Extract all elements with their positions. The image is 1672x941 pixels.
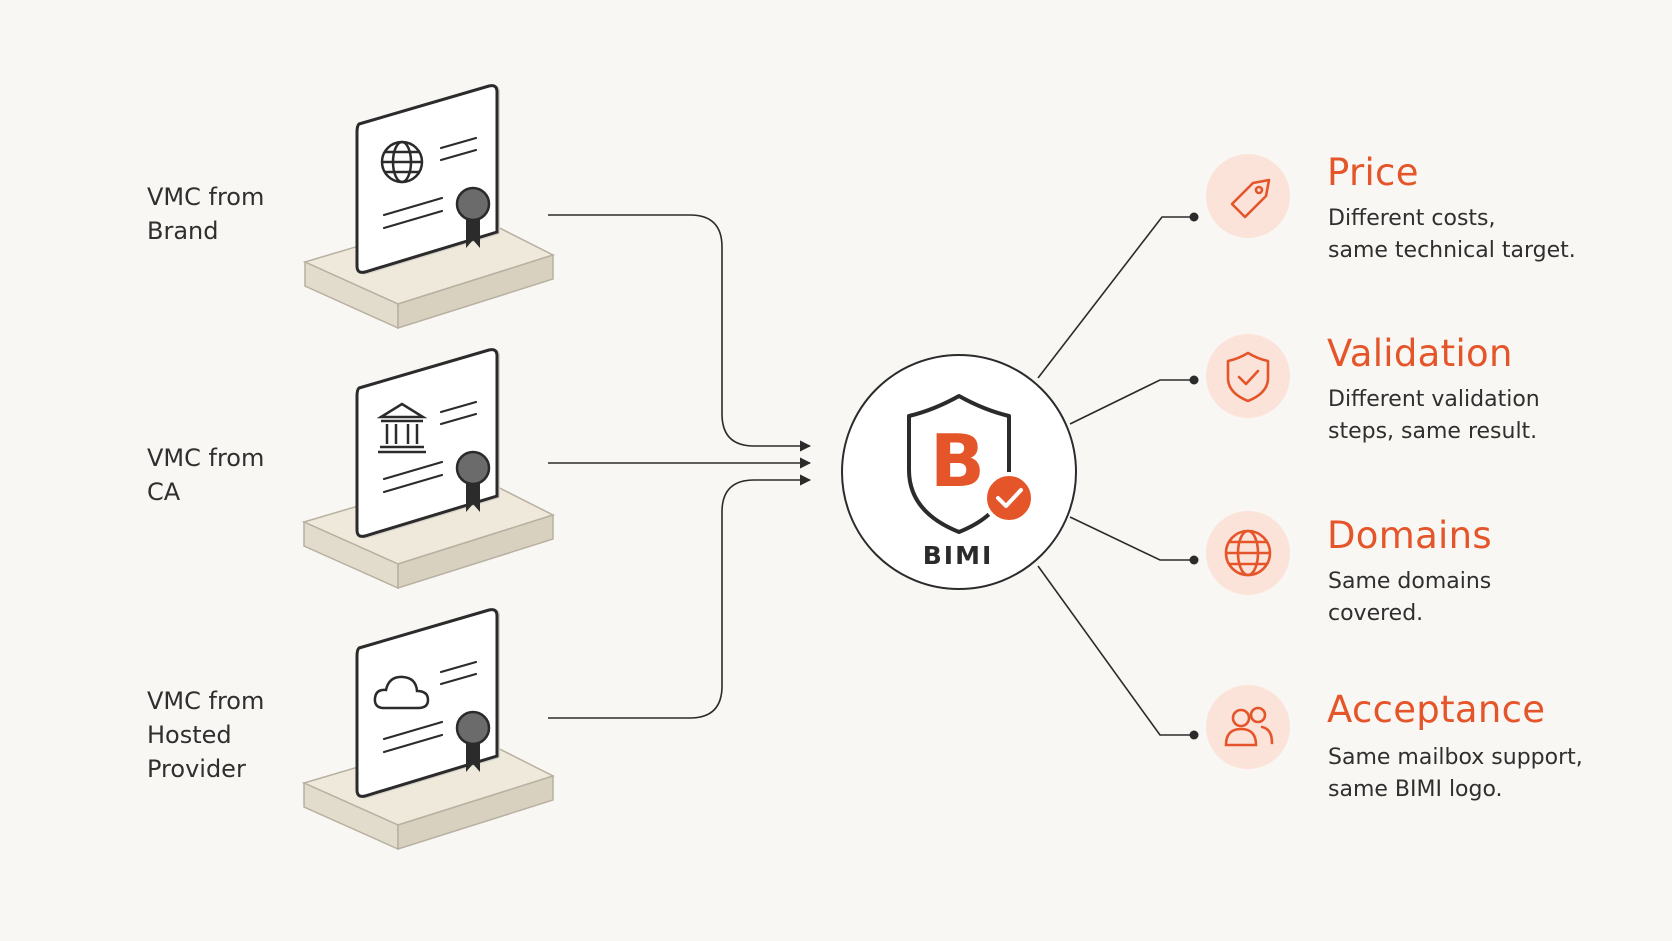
connector-brand: [548, 214, 812, 452]
output-connectors: [1037, 216, 1194, 736]
source-label-brand: VMC from Brand: [147, 183, 265, 245]
connector-hosted-provider: [548, 474, 812, 719]
bank-icon: [376, 402, 428, 454]
globe-icon: [1224, 529, 1272, 577]
connector-price: [1037, 216, 1194, 379]
seal-icon: [455, 450, 491, 512]
users-icon: [1224, 706, 1274, 747]
benefit-title-domains: Domains: [1327, 514, 1492, 557]
bimi-hub: [841, 354, 1077, 590]
users-icon-badge: [1206, 685, 1290, 769]
benefit-desc-validation: Different validation steps, same result.: [1328, 387, 1540, 444]
benefit-title-price: Price: [1327, 151, 1419, 194]
price-tag-icon-badge: [1206, 154, 1290, 238]
benefit-title-validation: Validation: [1327, 332, 1513, 375]
globe-icon: [380, 140, 424, 184]
price-tag-icon: [1230, 178, 1271, 219]
connector-domains: [1069, 516, 1194, 561]
text-lines: [382, 660, 478, 754]
benefit-desc-acceptance: Same mailbox support, same BIMI logo.: [1328, 745, 1583, 802]
benefit-title-acceptance: Acceptance: [1327, 688, 1546, 731]
input-connectors: [548, 214, 812, 719]
globe-icon-badge: [1206, 511, 1290, 595]
certificate-brand: [302, 84, 555, 330]
connector-acceptance: [1037, 565, 1194, 736]
seal-icon: [455, 186, 491, 248]
text-lines: [382, 136, 478, 230]
bimi-logo-letter: B: [930, 419, 985, 503]
benefit-desc-domains: Same domains covered.: [1328, 569, 1492, 626]
source-label-hosted-provider: VMC from Hosted Provider: [147, 687, 265, 783]
cloud-icon: [373, 675, 430, 710]
text-lines: [382, 400, 478, 494]
connector-dots: [1189, 212, 1199, 740]
connector-validation: [1069, 379, 1194, 425]
certificate-hosted-provider: [301, 608, 555, 851]
certificate-ca: [301, 348, 555, 590]
bimi-label: BIMI: [922, 541, 994, 570]
source-label-ca: VMC from CA: [147, 444, 265, 506]
benefit-desc-price: Different costs, same technical target.: [1328, 206, 1576, 263]
shield-check-icon: [1226, 351, 1270, 403]
seal-icon: [455, 710, 491, 772]
check-badge-icon: [983, 472, 1035, 524]
shield-check-icon-badge: [1206, 334, 1290, 418]
